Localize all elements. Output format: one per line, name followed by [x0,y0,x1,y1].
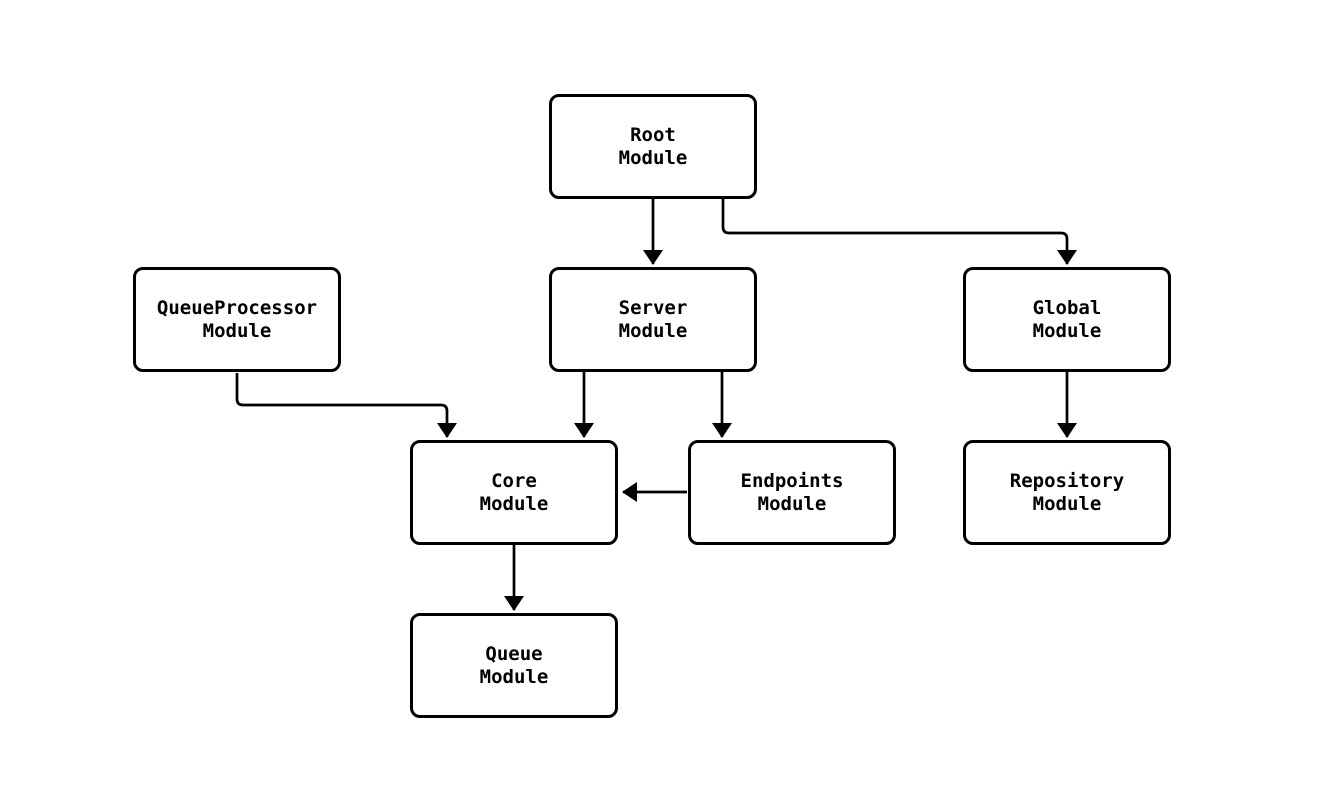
edge-root-to-global [721,199,1077,265]
node-endpoints-module-label: Endpoints Module [740,469,844,515]
node-server-module: Server Module [549,267,757,372]
node-endpoints-module: Endpoints Module [688,440,896,545]
node-queue-module-label: Queue Module [479,642,549,688]
node-root-module-label: Root Module [618,123,688,169]
node-global-module-label: Global Module [1032,296,1102,342]
node-queue-module: Queue Module [410,613,618,718]
node-core-module: Core Module [410,440,618,545]
node-repository-module-label: Repository Module [1009,469,1125,515]
node-queueprocessor-module: QueueProcessor Module [133,267,341,372]
node-root-module: Root Module [549,94,757,199]
node-global-module: Global Module [963,267,1171,372]
edge-queueprocessor-to-core [235,373,457,438]
node-server-module-label: Server Module [618,296,688,342]
node-queueprocessor-module-label: QueueProcessor Module [156,296,318,342]
node-repository-module: Repository Module [963,440,1171,545]
node-core-module-label: Core Module [479,469,549,515]
